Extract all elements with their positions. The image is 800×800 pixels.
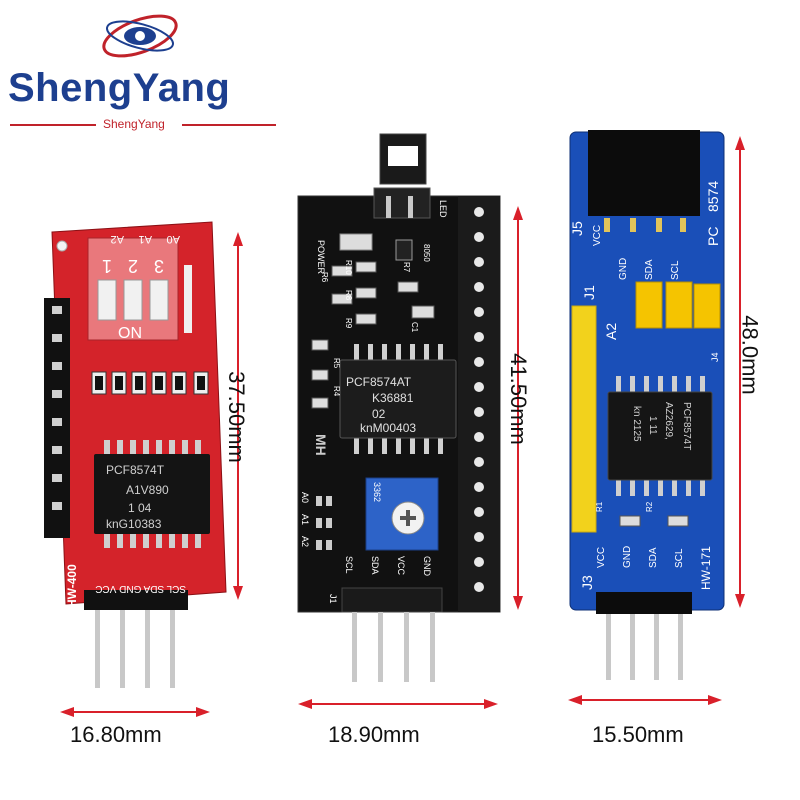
blue-label-j5: J5 — [569, 221, 585, 236]
resistor-r8: R8 — [344, 290, 353, 301]
blue-bottom-sda: SDA — [648, 547, 659, 568]
blue-label-j4: J4 — [710, 352, 720, 362]
blue-bottom-gnd: GND — [622, 546, 633, 568]
blue-chip-line-3: 1 11 — [647, 416, 658, 435]
resistor-r6: R6 — [320, 272, 329, 283]
brand-name: ShengYang — [8, 66, 231, 110]
resistor-r4: R4 — [332, 386, 341, 397]
black-width-dimension: 18.90mm — [328, 722, 420, 747]
red-chip-line-2: A1V890 — [126, 483, 169, 497]
blue-label-a2: A2 — [603, 323, 619, 340]
black-chip-line-4: knM00403 — [360, 421, 416, 435]
resistor-r5: R5 — [332, 358, 341, 369]
black-ic-chip — [339, 359, 457, 439]
resistor-array — [91, 371, 209, 395]
blue-label-j3: J3 — [579, 575, 595, 590]
resistor-r9: R9 — [344, 318, 353, 329]
dip-number-1: 1 — [102, 256, 112, 276]
blue-board — [569, 130, 725, 680]
red-width-dimension: 16.80mm — [70, 722, 162, 747]
blue-chip-line-2: AZ2629, — [663, 402, 674, 440]
blue-label-8574: 8574 — [705, 181, 721, 212]
black-pin-vcc: VCC — [396, 556, 406, 576]
black-mh-label: MH — [313, 434, 329, 456]
black-chip-line-2: K36881 — [372, 391, 414, 405]
blue-top-vcc: VCC — [592, 225, 603, 246]
brand-subtitle: ShengYang — [103, 117, 165, 131]
blue-top-header — [588, 130, 700, 216]
red-chip-line-1: PCF8574T — [106, 463, 165, 477]
red-side-label: PCF8574 — [52, 557, 63, 600]
black-addr-a0: A0 — [300, 492, 310, 503]
dimension-lines — [60, 136, 745, 717]
blue-label-j1: J1 — [581, 285, 597, 300]
dip-label-a0: A0 — [167, 233, 180, 245]
blue-label-r2: R2 — [645, 501, 654, 512]
dip-label-a2: A2 — [111, 233, 124, 245]
black-pin-gnd: GND — [422, 556, 432, 577]
blue-top-gnd: GND — [618, 258, 629, 280]
dip-number-2: 2 — [128, 256, 138, 276]
black-addr-a1: A1 — [300, 514, 310, 525]
logo-emblem — [102, 14, 178, 58]
blue-bottom-vcc: VCC — [596, 547, 607, 568]
blue-width-dimension: 15.50mm — [592, 722, 684, 747]
black-board — [297, 133, 501, 682]
black-pin-sda: SDA — [370, 556, 380, 575]
red-chip-line-4: knG10383 — [106, 517, 162, 531]
red-pin-header — [84, 590, 188, 610]
blue-top-scl: SCL — [670, 260, 681, 280]
red-board — [44, 221, 227, 688]
black-power-label: POWER — [316, 240, 326, 275]
red-height-dimension: 37.50mm — [223, 371, 249, 463]
blue-height-dimension: 48.0mm — [737, 315, 763, 395]
blue-ic-chip — [607, 391, 713, 481]
black-pin-header — [341, 587, 443, 613]
black-pin-scl: SCL — [344, 556, 354, 574]
dip-label-a1: A1 — [139, 233, 152, 245]
black-j1-label: J1 — [328, 594, 338, 604]
blue-label-r1: R1 — [595, 501, 604, 512]
black-chip-line-1: PCF8574AT — [346, 375, 412, 389]
red-model-label: HW-400 — [65, 564, 79, 608]
red-pin-labels: SCL SDA GND VCC — [95, 583, 186, 594]
capacitor-c1: C1 — [410, 322, 419, 333]
blue-top-sda: SDA — [644, 259, 655, 280]
black-chip-line-3: 02 — [372, 407, 386, 421]
resistor-r7: R7 — [402, 262, 411, 273]
blue-chip-line-1: PCF8574T — [681, 402, 692, 450]
black-addr-a2: A2 — [300, 536, 310, 547]
resistor-r10: R10 — [344, 260, 353, 275]
black-led-label: LED — [438, 200, 448, 218]
blue-pin-header — [596, 592, 692, 614]
blue-model-label: HW-171 — [699, 546, 713, 590]
black-transistor-label: 8050 — [422, 244, 431, 262]
blue-bottom-scl: SCL — [674, 548, 685, 568]
dip-on-label: ON — [118, 325, 142, 342]
black-pot-label: 3362 — [372, 482, 382, 502]
blue-chip-line-4: kn 2125 — [631, 406, 642, 442]
blue-label-pc: PC — [705, 227, 721, 246]
brand-logo: ShengYang ShengYang — [0, 0, 290, 140]
dip-number-3: 3 — [154, 256, 164, 276]
black-height-dimension: 41.50mm — [505, 353, 531, 445]
red-ic-chip — [94, 454, 210, 534]
blue-side-header — [571, 305, 597, 533]
red-chip-line-3: 1 04 — [128, 501, 152, 515]
